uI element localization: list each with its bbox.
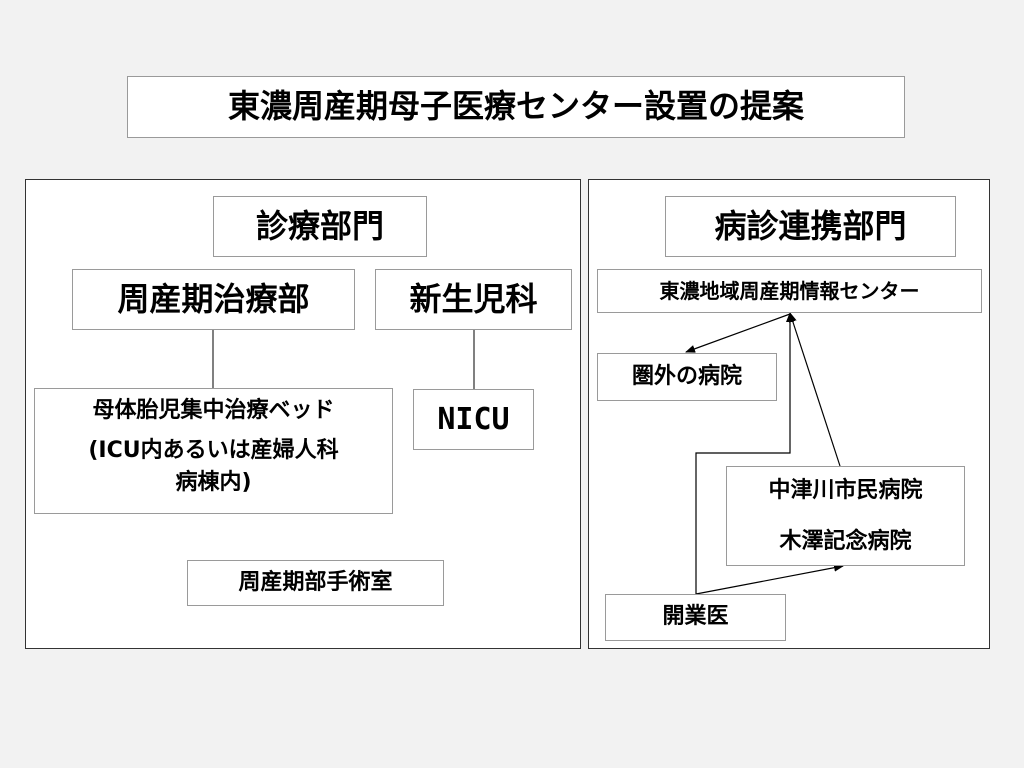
perinatal-operating-room: 周産期部手術室 bbox=[187, 560, 444, 606]
kizawa-memorial-hospital: 木澤記念病院 bbox=[779, 529, 912, 554]
center-to-outside-arrow bbox=[685, 313, 791, 353]
maternal-fetal-icu-beds: 母体胎児集中治療ベッド (ICU内あるいは産婦人科 病棟内) bbox=[34, 388, 393, 514]
nicu-box: NICU bbox=[413, 389, 534, 450]
private-clinic: 開業医 bbox=[605, 594, 786, 641]
collaboration-department-panel bbox=[588, 179, 990, 649]
partner-hospitals: 中津川市民病院 木澤記念病院 bbox=[726, 466, 965, 566]
page-title: 東濃周産期母子医療センター設置の提案 bbox=[127, 76, 905, 138]
clinical-department-heading: 診療部門 bbox=[213, 196, 427, 257]
outside-area-hospital: 圏外の病院 bbox=[597, 353, 777, 401]
tono-perinatal-info-center: 東濃地域周産期情報センター bbox=[597, 269, 982, 313]
clinic-to-hospitals-arrow bbox=[695, 563, 844, 595]
maternal-beds-line-3: 病棟内) bbox=[175, 469, 252, 495]
nakatsugawa-hospital: 中津川市民病院 bbox=[768, 477, 923, 503]
maternal-beds-line-1: 母体胎児集中治療ベッド bbox=[92, 398, 335, 423]
hospitals-to-center-arrow bbox=[788, 312, 841, 467]
collaboration-department-heading: 病診連携部門 bbox=[665, 196, 956, 257]
perinatal-treatment-dept: 周産期治療部 bbox=[72, 269, 355, 330]
clinic-to-center-arrow bbox=[695, 312, 794, 594]
maternal-beds-line-2: (ICU内あるいは産婦人科 bbox=[88, 437, 339, 463]
neonatal-dept: 新生児科 bbox=[375, 269, 572, 330]
